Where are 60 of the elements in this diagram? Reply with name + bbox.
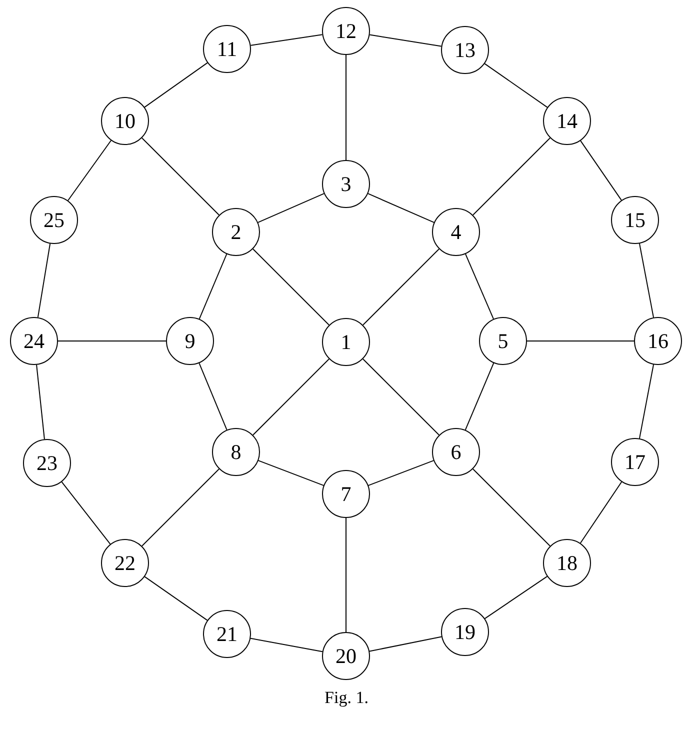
edge-line xyxy=(362,248,440,326)
node-circle: 21 xyxy=(203,610,251,658)
node-circle: 5 xyxy=(479,317,527,365)
node-circle: 14 xyxy=(543,97,591,145)
edge-line xyxy=(369,34,442,47)
edge-line xyxy=(484,63,548,108)
edge-line xyxy=(36,364,45,440)
node-circle: 25 xyxy=(30,196,78,244)
edge-line xyxy=(580,481,622,544)
figure-caption: Fig. 1. xyxy=(324,688,368,707)
edge-line xyxy=(141,468,220,547)
edge-line xyxy=(369,636,442,652)
edge-line xyxy=(37,243,51,318)
edge-line xyxy=(362,358,440,436)
edge-line xyxy=(67,140,112,201)
node-circle: 7 xyxy=(322,470,370,518)
edge-line xyxy=(252,248,330,326)
edge-line xyxy=(258,460,324,486)
edge-line xyxy=(250,34,323,46)
edge-line xyxy=(472,137,551,216)
node-circle: 19 xyxy=(441,608,489,656)
node-circle: 2 xyxy=(212,208,260,256)
edge-line xyxy=(144,62,208,108)
edge-line xyxy=(58,340,166,342)
node-circle: 17 xyxy=(611,438,659,486)
node-circle: 24 xyxy=(10,317,58,365)
edge-line xyxy=(144,576,208,621)
edge-line xyxy=(368,193,434,223)
edge-line xyxy=(638,243,654,318)
edge-line xyxy=(526,340,634,342)
edge-line xyxy=(484,576,548,620)
node-circle: 18 xyxy=(543,539,591,587)
edge-line xyxy=(580,140,622,201)
node-circle: 11 xyxy=(203,25,251,73)
edge-line xyxy=(61,481,111,545)
edge-line xyxy=(141,137,220,216)
edge-line xyxy=(250,638,323,652)
node-circle: 20 xyxy=(322,632,370,680)
node-circle: 16 xyxy=(634,317,682,365)
edge-line xyxy=(252,358,330,436)
node-circle: 10 xyxy=(101,97,149,145)
node-circle: 3 xyxy=(322,160,370,208)
edge-line xyxy=(465,254,494,320)
node-circle: 6 xyxy=(432,428,480,476)
node-circle: 12 xyxy=(322,7,370,55)
node-circle: 4 xyxy=(432,208,480,256)
node-circle: 23 xyxy=(23,439,71,487)
edge-line xyxy=(198,362,228,430)
node-circle: 13 xyxy=(441,26,489,74)
edge-line xyxy=(638,364,654,439)
edge-line xyxy=(198,254,228,320)
edge-line xyxy=(258,193,324,223)
node-circle: 9 xyxy=(166,317,214,365)
node-circle: 1 xyxy=(322,318,370,366)
edge-line xyxy=(472,468,551,547)
node-circle: 22 xyxy=(101,539,149,587)
edge-line xyxy=(464,362,494,430)
edge-line xyxy=(368,460,434,486)
node-circle: 8 xyxy=(212,428,260,476)
node-circle: 15 xyxy=(611,196,659,244)
